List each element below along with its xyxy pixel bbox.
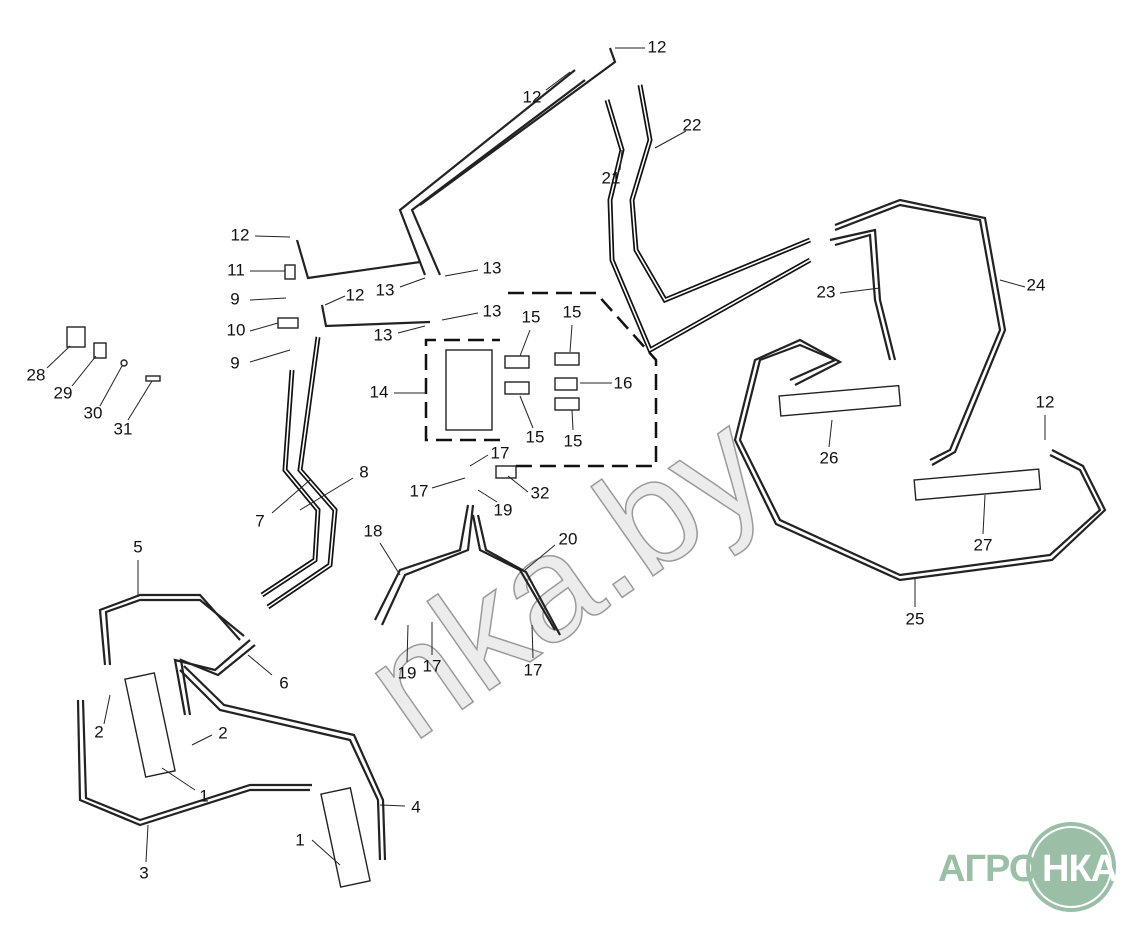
callout: 24 [1027,275,1046,294]
callout: 2 [218,723,227,742]
callout: 4 [411,797,420,816]
logo-text-right: НКА [1042,848,1118,890]
callout: 19 [494,500,513,519]
callout: 29 [54,383,73,402]
callout: 30 [84,403,103,422]
agronka-logo: АГРО НКА [938,822,1118,917]
callout: 7 [255,511,264,530]
callout: 15 [563,302,582,321]
callout: 31 [114,419,133,438]
valve-group-outline [424,291,658,468]
callout: 26 [820,448,839,467]
callout: 18 [364,521,383,540]
cylinder-1b [320,787,371,888]
callout: 12 [1036,392,1055,411]
callout: 19 [398,663,417,682]
callout: 12 [523,87,542,106]
callout: 9 [230,353,239,372]
callout: 2 [94,722,103,741]
part-28 [66,326,86,348]
callout: 15 [522,307,541,326]
part-29 [93,342,107,359]
callout: 14 [370,382,389,401]
callout-labels: 12 12 22 21 12 11 9 12 10 9 13 13 13 13 … [27,37,1055,882]
part-15d [554,397,580,411]
callout: 11 [227,260,245,279]
leader-lines [46,47,1046,866]
part-16 [554,377,578,391]
part-15a [504,355,530,369]
callout: 22 [683,115,702,134]
part-31 [145,375,161,382]
part-10 [277,317,299,329]
callout: 23 [817,282,836,301]
part-15b [554,352,580,366]
callout: 25 [906,609,925,628]
callout: 1 [199,786,208,805]
valve-block [445,349,493,431]
callout: 13 [374,325,393,344]
callout: 17 [423,656,442,675]
callout: 10 [227,320,246,339]
callout: 12 [231,225,250,244]
logo-circle [1026,822,1116,912]
callout: 1 [295,830,304,849]
cylinder-1a [124,672,176,778]
logo-text-left: АГРО [938,848,1038,890]
callout: 13 [483,301,502,320]
cylinder-26 [778,384,902,417]
callout: 15 [526,427,545,446]
callout: 32 [531,483,550,502]
callout: 21 [602,168,621,187]
callout: 20 [559,529,578,548]
callout: 15 [564,431,583,450]
callout: 17 [524,660,543,679]
part-32 [495,465,517,479]
callout: 12 [648,37,667,56]
part-30 [120,359,128,367]
callout: 16 [614,373,633,392]
callout: 8 [359,462,368,481]
callout: 28 [27,365,46,384]
callout: 5 [133,537,142,556]
callout: 9 [230,289,239,308]
callout: 12 [346,285,365,304]
callout: 13 [483,258,502,277]
cylinder-27 [913,468,1042,501]
part-15c [504,381,530,395]
callout: 27 [974,535,993,554]
callout: 3 [139,863,148,882]
callout: 6 [279,673,288,692]
callout: 13 [376,280,395,299]
callout: 17 [410,481,429,500]
callout: 17 [491,443,510,462]
part-11 [284,264,296,280]
